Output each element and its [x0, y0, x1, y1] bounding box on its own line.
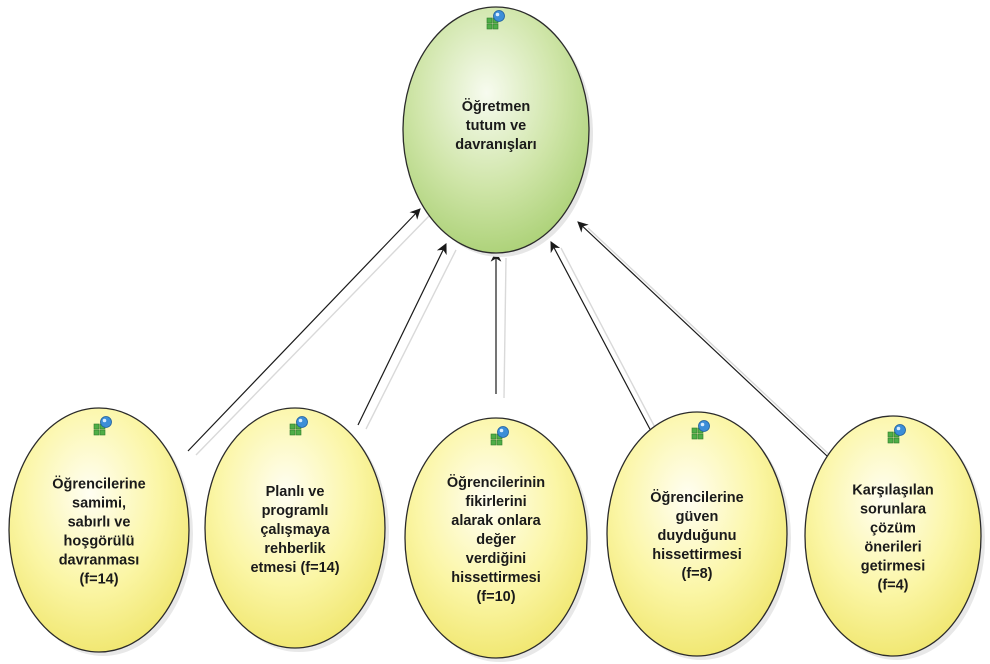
node-label-line: (f=4) — [877, 577, 908, 593]
network-node-icon — [887, 424, 906, 444]
network-node-icon — [93, 416, 112, 436]
leaf-ellipse — [804, 415, 982, 657]
nodes: Öğretmen tutum ve davranışlarıÖğrencilerin… — [8, 6, 985, 662]
root-node[interactable]: Öğretmen tutum ve davranışları — [402, 6, 593, 257]
node-label-line: değer — [476, 532, 516, 548]
node-label-line: çözüm — [870, 520, 916, 536]
node-label-line: etmesi (f=14) — [250, 560, 339, 576]
node-label-line: rehberlik — [264, 541, 326, 557]
edge-shadow — [195, 214, 431, 456]
node-label-line: güven — [676, 509, 719, 525]
node-label-line: (f=14) — [79, 571, 118, 587]
edge-shadow — [560, 247, 661, 438]
network-node-icon — [490, 426, 509, 446]
leaf-ellipse — [204, 407, 386, 649]
edges — [187, 208, 836, 461]
node-label-line: duyduğunu — [658, 528, 737, 544]
node-label-line: sabırlı ve — [68, 514, 131, 530]
leaf-node-samimi[interactable]: Öğrencilerine samimi, sabırlı ve hoşgörülü d… — [8, 407, 193, 656]
edge-arrow-guven — [550, 241, 653, 434]
leaf-node-fikir[interactable]: Öğrencilerinin fikirlerini alarak onlara de… — [404, 417, 591, 662]
node-label-line: Planlı ve — [266, 484, 325, 500]
node-label-line: alarak onlara — [451, 513, 541, 529]
leaf-ellipse — [404, 417, 588, 659]
leaf-node-guven[interactable]: Öğrencilerine güven duyduğunu hissettirmesi… — [606, 411, 791, 660]
node-label-line: hissettirmesi — [451, 570, 540, 586]
node-label-line: davranışları — [455, 137, 536, 153]
leaf-node-planli[interactable]: Planlı ve programlı çalışmaya rehberlik etme… — [204, 407, 389, 652]
node-label-line: Öğrencilerine — [650, 489, 743, 506]
node-label-line: Öğrencilerine — [52, 475, 145, 492]
node-label-line: programlı — [262, 503, 329, 519]
edge-arrow-sorun — [577, 221, 828, 457]
network-node-icon — [691, 420, 710, 440]
edge-shadow — [365, 249, 457, 430]
edge-shadow — [503, 257, 507, 399]
node-label-line: sorunlara — [860, 501, 927, 517]
node-label-line: verdiğini — [466, 551, 526, 567]
node-label-line: samimi, — [72, 495, 126, 511]
node-label-line: hissettirmesi — [652, 547, 741, 563]
network-node-icon — [289, 416, 308, 436]
node-label-line: hoşgörülü — [64, 533, 135, 549]
leaf-ellipse — [8, 407, 190, 653]
node-label-line: önerileri — [864, 539, 921, 555]
network-node-icon — [486, 10, 505, 30]
node-label-line: fikirlerini — [465, 494, 526, 510]
node-label-line: tutum ve — [466, 118, 526, 134]
root-ellipse — [402, 6, 590, 254]
node-label-line: (f=10) — [476, 589, 515, 605]
node-label-line: çalışmaya — [260, 522, 330, 538]
node-label-line: getirmesi — [861, 558, 925, 574]
edge-shadow — [587, 227, 836, 461]
edge-arrow-samimi — [187, 208, 421, 452]
leaf-ellipse — [606, 411, 788, 657]
node-label-line: Karşılaşılan — [852, 482, 933, 498]
node-label-line: Öğretmen — [462, 98, 531, 115]
leaf-node-sorun[interactable]: Karşılaşılan sorunlara çözüm önerileri getir… — [804, 415, 985, 660]
node-label-line: Öğrencilerinin — [447, 474, 545, 491]
node-label-line: (f=8) — [681, 566, 712, 582]
edge-arrow-planli — [357, 243, 447, 426]
node-label-line: davranması — [59, 552, 140, 568]
